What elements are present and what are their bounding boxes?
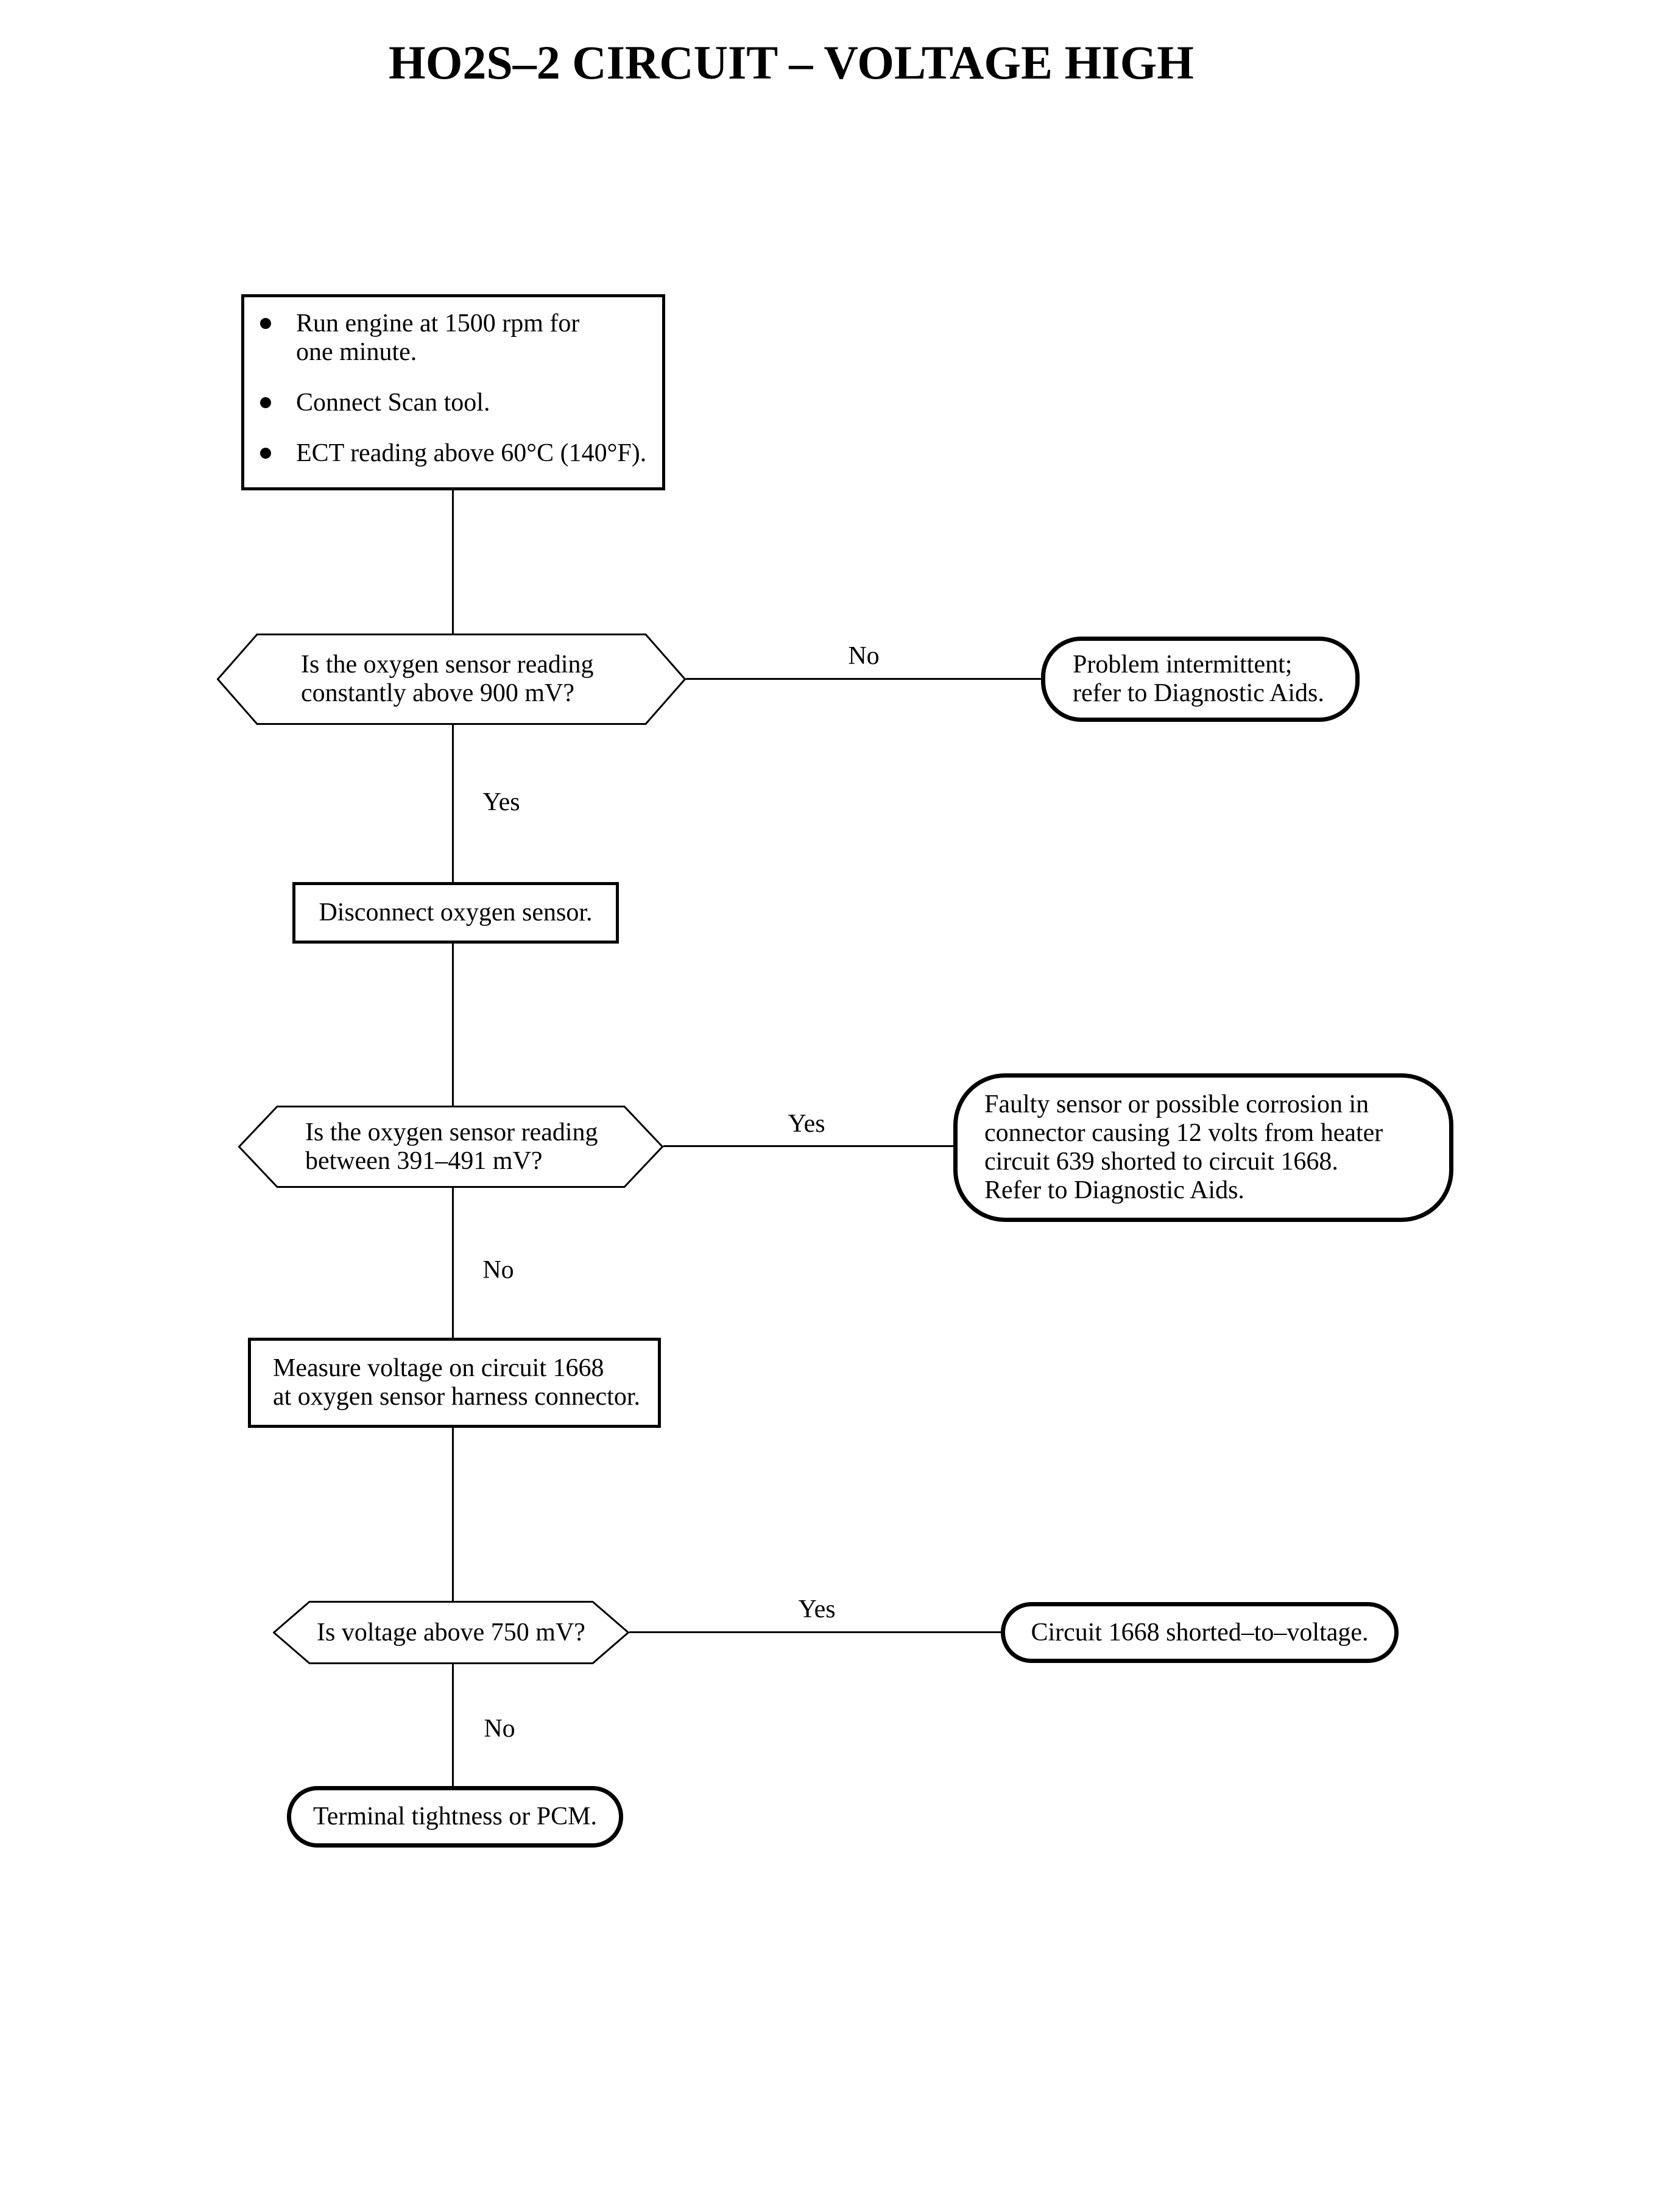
terminal-tightness-pcm: Terminal tightness or PCM. [287,1786,623,1848]
connector-line [452,1664,454,1786]
connector-line [663,1145,953,1147]
connector-line [686,678,1041,680]
setup-bullet-row: ECT reading above 60°C (140°F). [260,439,646,468]
terminal-problem-intermittent: Problem intermittent; refer to Diagnosti… [1041,637,1360,722]
connector-line [452,1428,454,1601]
bullet-icon [260,448,271,459]
terminal-text: Terminal tightness or PCM. [312,1802,598,1830]
label-yes: Yes [798,1595,836,1623]
setup-bullet-text: Run engine at 1500 rpm for one minute. [296,309,580,366]
label-no: No [848,642,880,670]
connector-line [452,944,454,1106]
bullet-icon [260,318,271,329]
setup-bullet-text: ECT reading above 60°C (140°F). [296,439,647,467]
label-no: No [484,1715,515,1743]
setup-box: Run engine at 1500 rpm for one minute. C… [241,294,665,490]
connector-line [452,725,454,882]
label-yes: Yes [482,788,520,816]
bullet-icon [260,397,271,408]
terminal-text: Problem intermittent; refer to Diagnosti… [1073,651,1324,707]
label-no: No [482,1256,514,1284]
decision-question: Is voltage above 750 mV? [317,1618,585,1647]
connector-line [452,490,454,634]
connector-line [452,1188,454,1338]
decision-question: Is the oxygen sensor reading constantly … [301,651,594,707]
terminal-text: Circuit 1668 shorted–to–voltage. [1031,1618,1369,1647]
decision-hexagon-750mv: Is voltage above 750 mV? [273,1601,629,1664]
terminal-circuit-shorted: Circuit 1668 shorted–to–voltage. [1001,1602,1399,1663]
setup-bullet-text: Connect Scan tool. [296,389,490,417]
terminal-faulty-sensor: Faulty sensor or possible corrosion in c… [953,1073,1453,1222]
action-disconnect-sensor: Disconnect oxygen sensor. [292,882,619,944]
action-text: Measure voltage on circuit 1668 at oxyge… [273,1354,640,1411]
terminal-text: Faulty sensor or possible corrosion in c… [984,1090,1383,1204]
action-measure-voltage: Measure voltage on circuit 1668 at oxyge… [248,1338,661,1428]
setup-bullet-row: Connect Scan tool. [260,389,490,417]
page-title: HO2S–2 CIRCUIT – VOLTAGE HIGH [389,36,1194,89]
hexagon-shape [217,634,686,725]
decision-hexagon-900mv: Is the oxygen sensor reading constantly … [217,634,686,725]
decision-question: Is the oxygen sensor reading between 391… [305,1118,598,1175]
setup-bullet-row: Run engine at 1500 rpm for one minute. [260,309,579,367]
label-yes: Yes [788,1110,825,1138]
action-text: Disconnect oxygen sensor. [319,898,593,927]
hexagon-shape [238,1106,663,1188]
decision-hexagon-391-491: Is the oxygen sensor reading between 391… [238,1106,663,1188]
hexagon-shape [273,1601,629,1664]
connector-line [629,1631,1001,1633]
